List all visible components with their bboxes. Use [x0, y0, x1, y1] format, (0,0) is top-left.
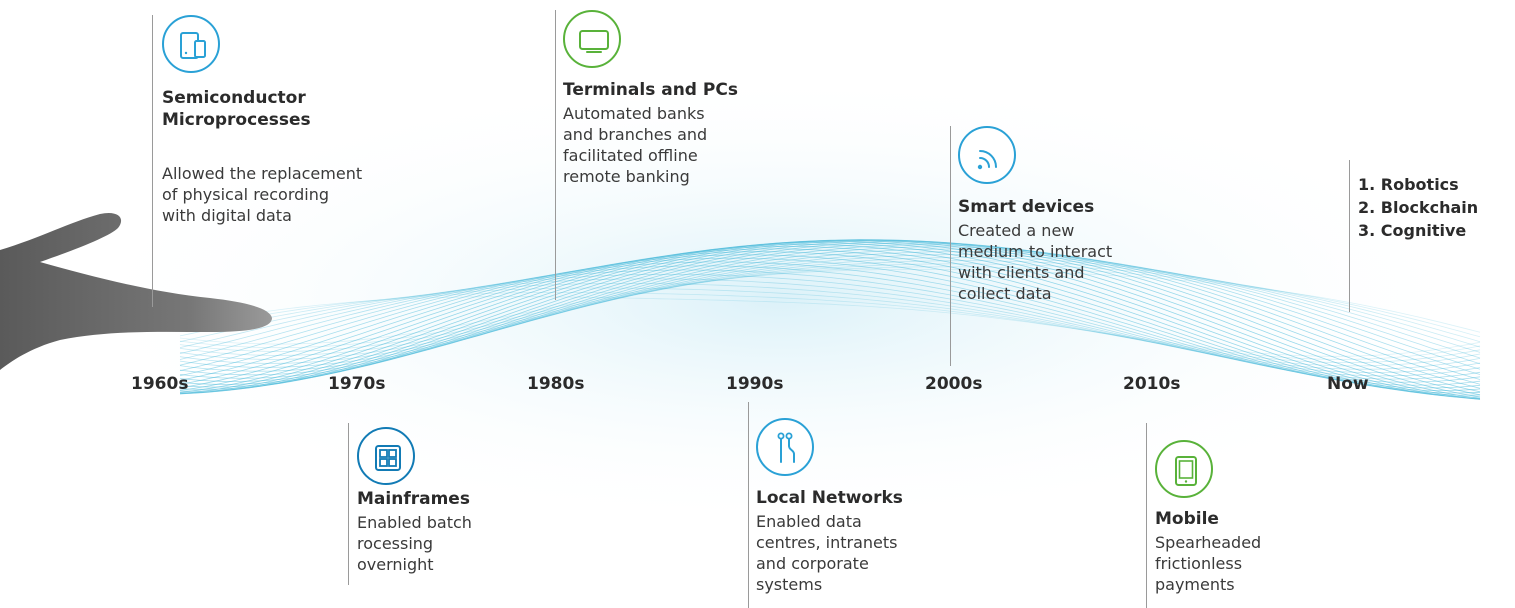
- wave-line: [179, 266, 1481, 349]
- event-title: Mobile: [1155, 509, 1219, 529]
- future-technologies-list: 1. Robotics 2. Blockchain 3. Cognitive: [1358, 173, 1478, 242]
- wireless-signal-icon: [958, 126, 1016, 184]
- list-item: 2. Blockchain: [1358, 198, 1479, 217]
- wave-line: [179, 278, 1481, 370]
- event-title: Terminals and PCs: [563, 80, 738, 100]
- era-label-1990s: 1990s: [726, 374, 784, 394]
- connector-line: [1349, 160, 1350, 312]
- list-item: 1. Robotics: [1358, 175, 1459, 194]
- monitor-icon: [563, 10, 621, 68]
- wave-line: [179, 269, 1481, 377]
- era-label-2000s: 2000s: [925, 374, 983, 394]
- wave-line: [179, 283, 1481, 367]
- wave-line: [179, 242, 1481, 385]
- wave-line: [179, 274, 1481, 374]
- wave-line: [179, 254, 1481, 389]
- mobile-device-icon: [1155, 440, 1213, 498]
- connector-line: [1146, 423, 1147, 608]
- event-description: Automated banks and branches and facilit…: [563, 104, 708, 186]
- event-description: Created a new medium to interact with cl…: [958, 221, 1113, 303]
- wave-line: [179, 257, 1481, 386]
- hand-graphic: [0, 212, 272, 370]
- connector-line: [555, 10, 556, 300]
- event-description: Spearheaded frictionless payments: [1155, 533, 1262, 594]
- wave-line: [179, 265, 1481, 380]
- wave-line: [179, 292, 1481, 360]
- connector-line: [348, 423, 349, 585]
- mainframe-grid-icon: [357, 427, 415, 485]
- wave-line: [179, 251, 1481, 368]
- tablet-phone-icon: [162, 15, 220, 73]
- era-label-now: Now: [1327, 374, 1369, 394]
- era-label-1970s: 1970s: [328, 374, 386, 394]
- wave-line: [179, 261, 1481, 383]
- wave-line: [179, 243, 1481, 398]
- era-label-1980s: 1980s: [527, 374, 585, 394]
- wave-line: [179, 260, 1481, 356]
- wave-line: [179, 251, 1481, 392]
- era-label-2010s: 2010s: [1123, 374, 1181, 394]
- wave-line: [179, 248, 1481, 394]
- event-description: Allowed the replacement of physical reco…: [162, 164, 363, 225]
- wave-line: [179, 244, 1481, 380]
- era-label-1960s: 1960s: [131, 374, 189, 394]
- event-description: Enabled batch rocessing overnight: [357, 513, 472, 574]
- wave-line: [179, 263, 1481, 352]
- wave-line: [179, 296, 1481, 357]
- event-title: Local Networks: [756, 488, 903, 508]
- connector-line: [950, 126, 951, 366]
- wave-line: [179, 287, 1481, 363]
- wave-line: [179, 254, 1481, 364]
- event-title: Mainframes: [357, 489, 470, 509]
- connector-line: [748, 402, 749, 608]
- connector-line: [152, 15, 153, 307]
- wave-glow: [60, 70, 1500, 530]
- wave-line: [179, 242, 1481, 399]
- event-description: Enabled data centres, intranets and corp…: [756, 512, 898, 594]
- wave-line: [179, 245, 1481, 396]
- event-title: Smart devices: [958, 197, 1095, 217]
- network-branch-icon: [756, 418, 814, 476]
- list-item: 3. Cognitive: [1358, 221, 1467, 240]
- wave-line: [179, 240, 1481, 400]
- wave-lines: [179, 239, 1481, 400]
- wave-line: [179, 240, 1481, 400]
- wave-line: [179, 257, 1481, 360]
- event-title: Semiconductor Microprocesses: [162, 88, 311, 130]
